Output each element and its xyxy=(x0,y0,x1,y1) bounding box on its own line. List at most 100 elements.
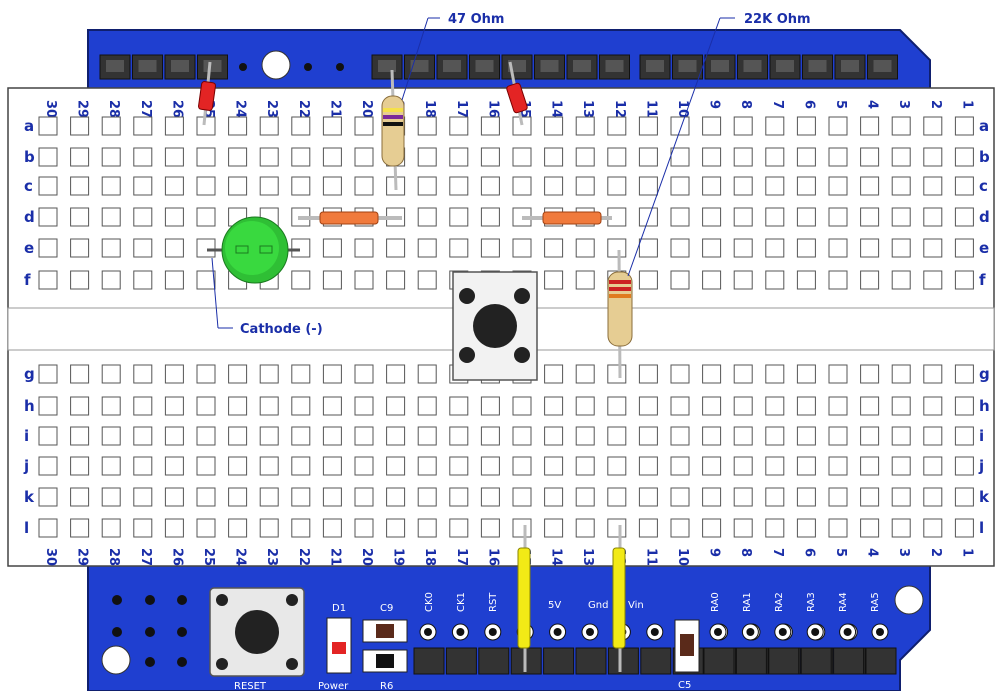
breadboard-hole[interactable] xyxy=(828,270,848,290)
breadboard-hole[interactable] xyxy=(544,116,564,136)
breadboard-hole[interactable] xyxy=(291,238,311,258)
breadboard-hole[interactable] xyxy=(765,396,785,416)
breadboard-hole[interactable] xyxy=(860,426,880,446)
breadboard-hole[interactable] xyxy=(765,426,785,446)
breadboard-hole[interactable] xyxy=(196,147,216,167)
breadboard-hole[interactable] xyxy=(765,518,785,538)
breadboard-hole[interactable] xyxy=(417,518,437,538)
breadboard-hole[interactable] xyxy=(228,426,248,446)
breadboard-hole[interactable] xyxy=(259,176,279,196)
breadboard-hole[interactable] xyxy=(196,426,216,446)
breadboard-hole[interactable] xyxy=(575,147,595,167)
breadboard-hole[interactable] xyxy=(702,176,722,196)
breadboard-hole[interactable] xyxy=(38,238,58,258)
breadboard-hole[interactable] xyxy=(891,116,911,136)
breadboard-hole[interactable] xyxy=(544,147,564,167)
breadboard-hole[interactable] xyxy=(228,487,248,507)
breadboard-hole[interactable] xyxy=(923,176,943,196)
breadboard-hole[interactable] xyxy=(796,396,816,416)
breadboard-hole[interactable] xyxy=(860,518,880,538)
breadboard-hole[interactable] xyxy=(702,364,722,384)
breadboard-hole[interactable] xyxy=(954,147,974,167)
breadboard-hole[interactable] xyxy=(765,364,785,384)
breadboard-hole[interactable] xyxy=(70,518,90,538)
breadboard-hole[interactable] xyxy=(891,487,911,507)
breadboard-hole[interactable] xyxy=(638,456,658,476)
breadboard-hole[interactable] xyxy=(891,396,911,416)
breadboard-hole[interactable] xyxy=(891,518,911,538)
breadboard-hole[interactable] xyxy=(449,238,469,258)
breadboard-hole[interactable] xyxy=(417,426,437,446)
breadboard-hole[interactable] xyxy=(607,147,627,167)
breadboard-hole[interactable] xyxy=(607,364,627,384)
breadboard-hole[interactable] xyxy=(70,396,90,416)
breadboard-hole[interactable] xyxy=(291,176,311,196)
breadboard-hole[interactable] xyxy=(670,147,690,167)
breadboard-hole[interactable] xyxy=(923,116,943,136)
breadboard-hole[interactable] xyxy=(765,456,785,476)
breadboard-hole[interactable] xyxy=(133,147,153,167)
breadboard-hole[interactable] xyxy=(891,147,911,167)
breadboard-hole[interactable] xyxy=(70,238,90,258)
breadboard-hole[interactable] xyxy=(449,426,469,446)
breadboard-hole[interactable] xyxy=(860,270,880,290)
breadboard-hole[interactable] xyxy=(164,147,184,167)
breadboard-hole[interactable] xyxy=(164,238,184,258)
breadboard-hole[interactable] xyxy=(322,396,342,416)
breadboard-hole[interactable] xyxy=(386,364,406,384)
breadboard-hole[interactable] xyxy=(101,116,121,136)
breadboard-hole[interactable] xyxy=(101,238,121,258)
breadboard-hole[interactable] xyxy=(196,518,216,538)
breadboard-hole[interactable] xyxy=(386,238,406,258)
breadboard-hole[interactable] xyxy=(259,518,279,538)
breadboard-hole[interactable] xyxy=(860,147,880,167)
breadboard-hole[interactable] xyxy=(796,487,816,507)
breadboard-hole[interactable] xyxy=(702,207,722,227)
breadboard-hole[interactable] xyxy=(196,238,216,258)
breadboard-hole[interactable] xyxy=(923,487,943,507)
breadboard-hole[interactable] xyxy=(291,270,311,290)
breadboard-hole[interactable] xyxy=(101,396,121,416)
breadboard-hole[interactable] xyxy=(765,207,785,227)
breadboard-hole[interactable] xyxy=(954,396,974,416)
breadboard-hole[interactable] xyxy=(164,456,184,476)
breadboard-hole[interactable] xyxy=(638,116,658,136)
breadboard-hole[interactable] xyxy=(354,147,374,167)
breadboard-hole[interactable] xyxy=(70,207,90,227)
breadboard-hole[interactable] xyxy=(322,487,342,507)
breadboard-hole[interactable] xyxy=(449,456,469,476)
breadboard-hole[interactable] xyxy=(133,207,153,227)
breadboard-hole[interactable] xyxy=(449,518,469,538)
breadboard-hole[interactable] xyxy=(638,487,658,507)
breadboard-hole[interactable] xyxy=(575,487,595,507)
breadboard-hole[interactable] xyxy=(480,518,500,538)
breadboard-hole[interactable] xyxy=(733,364,753,384)
breadboard-hole[interactable] xyxy=(607,426,627,446)
breadboard-hole[interactable] xyxy=(796,116,816,136)
breadboard-hole[interactable] xyxy=(765,147,785,167)
breadboard-hole[interactable] xyxy=(164,487,184,507)
breadboard-hole[interactable] xyxy=(417,396,437,416)
breadboard-hole[interactable] xyxy=(512,426,532,446)
breadboard-hole[interactable] xyxy=(765,238,785,258)
breadboard-hole[interactable] xyxy=(575,396,595,416)
breadboard-hole[interactable] xyxy=(544,176,564,196)
breadboard-hole[interactable] xyxy=(670,487,690,507)
breadboard-hole[interactable] xyxy=(196,487,216,507)
breadboard-hole[interactable] xyxy=(828,147,848,167)
breadboard-hole[interactable] xyxy=(322,364,342,384)
breadboard-hole[interactable] xyxy=(607,518,627,538)
breadboard-hole[interactable] xyxy=(954,487,974,507)
push-button[interactable] xyxy=(452,271,538,381)
breadboard-hole[interactable] xyxy=(38,487,58,507)
breadboard-hole[interactable] xyxy=(828,116,848,136)
breadboard-hole[interactable] xyxy=(259,364,279,384)
breadboard-hole[interactable] xyxy=(417,364,437,384)
breadboard-hole[interactable] xyxy=(291,147,311,167)
breadboard-hole[interactable] xyxy=(449,147,469,167)
breadboard-hole[interactable] xyxy=(449,207,469,227)
breadboard-hole[interactable] xyxy=(164,396,184,416)
breadboard-hole[interactable] xyxy=(259,116,279,136)
breadboard-hole[interactable] xyxy=(417,270,437,290)
breadboard-hole[interactable] xyxy=(417,116,437,136)
